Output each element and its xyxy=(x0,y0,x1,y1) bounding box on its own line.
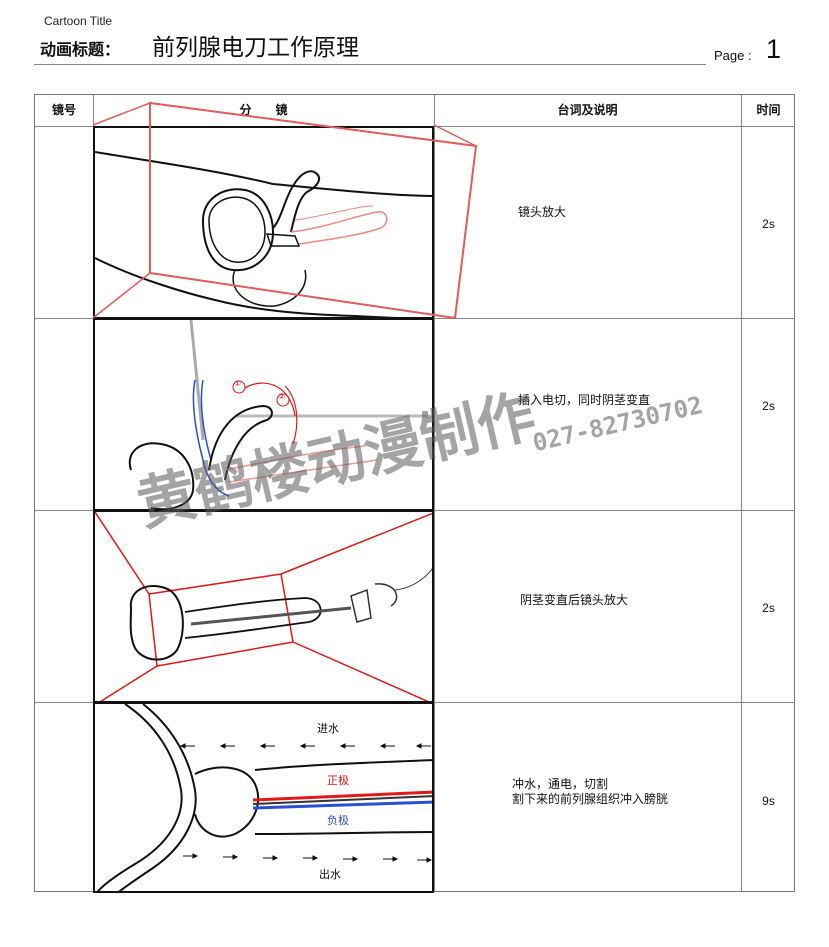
shot-4-caption: 冲水，通电，切割 割下来的前列腺组织冲入膀胱 xyxy=(512,777,669,806)
step-marker-2: ② xyxy=(278,392,286,401)
frame-3-drawing xyxy=(95,512,432,701)
shot-3-time: 2s xyxy=(762,601,775,615)
column-header-shot-number: 镜号 xyxy=(51,103,76,117)
column-header-dialogue: 台词及说明 xyxy=(557,103,618,117)
column-header-time: 时间 xyxy=(756,103,781,117)
storyboard-frame-3 xyxy=(93,510,434,703)
frame-2-drawing xyxy=(128,320,432,509)
shot-1-caption: 镜头放大 xyxy=(518,205,567,219)
negative-electrode-label: 负极 xyxy=(327,814,349,827)
column-divider xyxy=(434,95,435,891)
water-in-label: 进水 xyxy=(317,722,339,735)
step-marker-1: ① xyxy=(234,379,242,388)
shot-3-caption: 阴茎变直后镜头放大 xyxy=(520,593,629,607)
shot-2-time: 2s xyxy=(762,399,775,413)
title-underline xyxy=(34,64,706,65)
storyboard-frame-2: ① ② xyxy=(93,318,434,511)
column-header-storyboard: 分 镜 xyxy=(239,103,288,117)
page-number: 1 xyxy=(766,34,782,64)
animation-title-label: 动画标题： xyxy=(40,40,121,59)
water-out-label: 出水 xyxy=(319,868,341,881)
storyboard-frame-4: 进水 正极 负极 出水 xyxy=(93,702,434,893)
cartoon-title-label: Cartoon Title xyxy=(44,14,113,28)
column-divider xyxy=(741,95,742,891)
shot-4-time: 9s xyxy=(762,794,775,808)
page-label: Page : xyxy=(714,48,752,63)
shot-2-caption: 插入电切，同时阴茎变直 xyxy=(518,393,651,407)
storyboard-frame-1 xyxy=(93,126,434,319)
frame-1-drawing xyxy=(95,151,432,317)
positive-electrode-label: 正极 xyxy=(327,774,349,787)
shot-1-time: 2s xyxy=(762,217,775,231)
frame-4-drawing xyxy=(96,704,432,891)
page-title: 前列腺电刀工作原理 xyxy=(152,35,359,61)
